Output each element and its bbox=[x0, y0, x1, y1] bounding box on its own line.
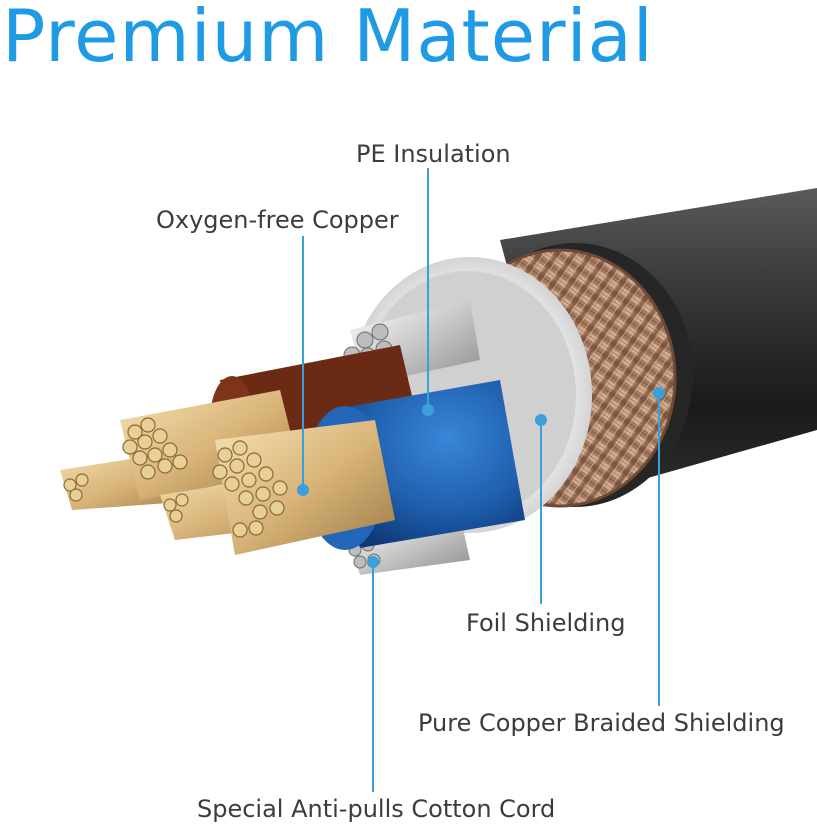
label-cotton-cord: Special Anti-pulls Cotton Cord bbox=[197, 795, 556, 823]
label-oxygen-free-copper: Oxygen-free Copper bbox=[156, 206, 399, 234]
callout-pe-insulation bbox=[422, 168, 434, 416]
label-braided-shielding: Pure Copper Braided Shielding bbox=[418, 709, 785, 737]
label-pe-insulation: PE Insulation bbox=[356, 140, 511, 168]
label-foil-shielding: Foil Shielding bbox=[466, 609, 626, 637]
callout-oxygen-free-copper bbox=[297, 236, 309, 496]
callout-cotton-cord bbox=[367, 556, 379, 792]
copper-strand-ends bbox=[63, 417, 288, 538]
callout-foil-shielding bbox=[535, 414, 547, 604]
page-title: Premium Material bbox=[2, 0, 654, 78]
callout-braided-shielding bbox=[653, 387, 665, 706]
